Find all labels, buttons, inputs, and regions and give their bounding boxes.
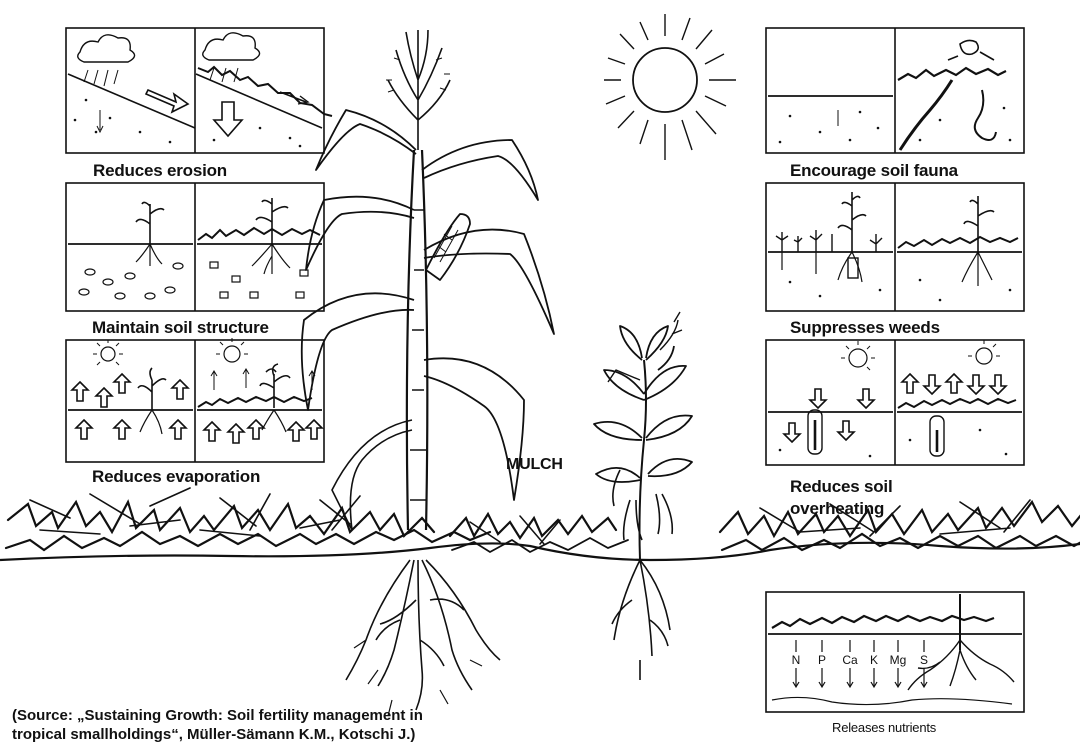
panel-reduces-soil-overheating bbox=[766, 340, 1024, 465]
panel-maintain-soil-structure bbox=[66, 183, 324, 311]
nutrient-label: K bbox=[870, 653, 878, 667]
panel-suppresses-weeds bbox=[766, 183, 1024, 311]
label-mulch: MULCH bbox=[506, 456, 563, 474]
sun-icon bbox=[604, 14, 736, 160]
bean-plant bbox=[594, 312, 692, 680]
source-line-2: tropical smallholdings“, Müller-Sämann K… bbox=[12, 725, 532, 744]
nutrient-label: Ca bbox=[842, 653, 858, 667]
panel-encourage-soil-fauna bbox=[766, 28, 1024, 153]
label-suppresses-weeds: Suppresses weeds bbox=[790, 318, 940, 338]
label-releases-nutrients: Releases nutrients bbox=[832, 720, 936, 735]
nutrient-label: S bbox=[920, 653, 928, 667]
source-line-1: (Source: „Sustaining Growth: Soil fertil… bbox=[12, 706, 532, 725]
nutrient-label: Mg bbox=[890, 653, 907, 667]
maize-plant bbox=[302, 30, 554, 716]
nutrient-label: P bbox=[818, 653, 826, 667]
nutrient-labels: N P Ca K Mg S bbox=[792, 653, 928, 667]
label-reduces-evaporation: Reduces evaporation bbox=[92, 467, 260, 487]
nutrient-label: N bbox=[792, 653, 801, 667]
label-maintain-soil-structure: Maintain soil structure bbox=[92, 318, 269, 338]
panel-reduces-evaporation bbox=[66, 338, 324, 462]
ground-line bbox=[0, 543, 1080, 560]
panel-releases-nutrients bbox=[766, 592, 1024, 712]
label-encourage-soil-fauna: Encourage soil fauna bbox=[790, 161, 958, 181]
label-reduces-soil-overheating: Reduces soil overheating bbox=[790, 476, 930, 520]
label-reduces-erosion: Reduces erosion bbox=[93, 161, 227, 181]
panel-reduces-erosion bbox=[66, 28, 332, 153]
source-caption: (Source: „Sustaining Growth: Soil fertil… bbox=[12, 706, 532, 744]
